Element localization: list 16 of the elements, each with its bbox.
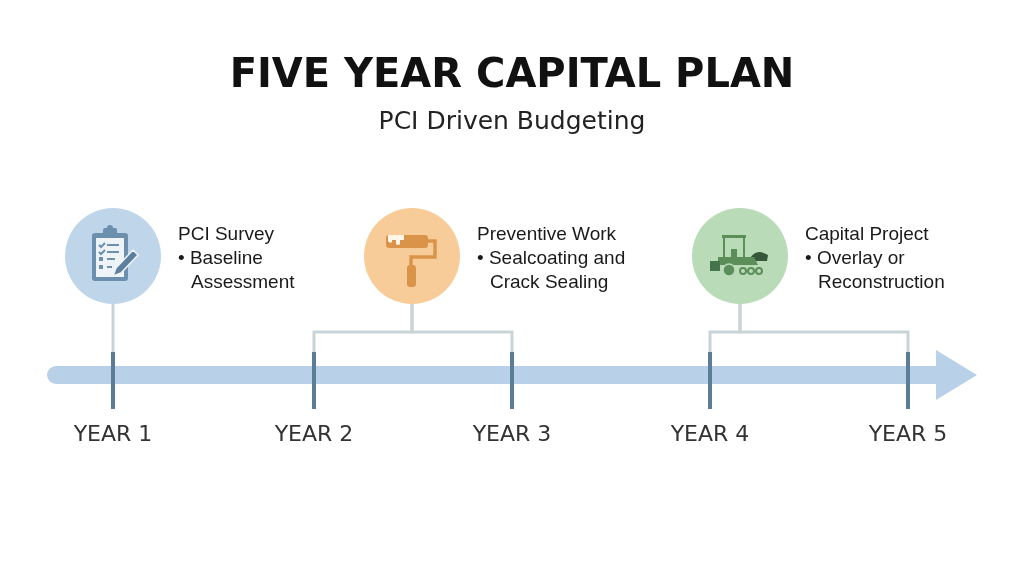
step-heading: PCI Survey [178,222,275,246]
year-label: YEAR 3 [472,421,552,447]
connector-line [738,304,910,352]
step-heading: Preventive Work [477,222,617,246]
year-label: YEAR 2 [274,421,354,447]
step-description: • Baseline Assessment [178,246,296,294]
diagram-title: FIVE YEAR CAPITAL PLAN [229,49,795,97]
step-description: • Sealcoating and Crack Sealing [477,246,627,294]
connector-line [111,304,115,352]
step-heading: Capital Project [805,222,929,246]
connector-line [410,304,514,352]
subtitle: PCI Driven Budgeting [378,106,646,136]
year-label: YEAR 4 [670,421,750,447]
year-label: YEAR 1 [73,421,153,447]
year-label: YEAR 5 [868,421,948,447]
step-description: • Overlay or Reconstruction [805,246,946,294]
